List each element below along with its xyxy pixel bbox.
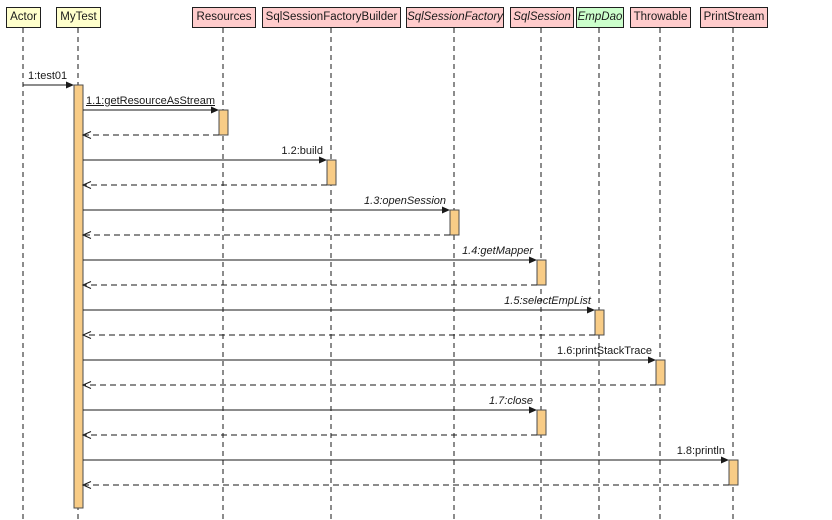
message-label-opensession[interactable]: 1.3:openSession	[364, 195, 446, 207]
message-label-build[interactable]: 1.2:build	[281, 145, 323, 157]
open-arrowhead-icon	[81, 331, 92, 339]
arrowhead-icon	[648, 356, 656, 364]
return-arrow-printstacktrace[interactable]	[81, 381, 656, 389]
arrowhead-icon	[587, 306, 595, 314]
arrowhead-icon	[66, 81, 74, 89]
open-arrowhead-icon	[81, 181, 92, 189]
participant-sqlsessionfactorybuilder[interactable]: SqlSessionFactoryBuilder	[262, 7, 401, 28]
message-label-selectemplist[interactable]: 1.5:selectEmpList	[504, 295, 591, 307]
activation-sqlsessionfactory[interactable]	[449, 209, 460, 236]
participant-empdao[interactable]: EmpDao	[576, 7, 624, 28]
call-arrow-opensession[interactable]	[83, 206, 450, 214]
activation-sqlsessionfactorybuilder[interactable]	[326, 159, 337, 186]
participant-printstream[interactable]: PrintStream	[700, 7, 768, 28]
return-arrow-opensession[interactable]	[81, 231, 450, 239]
call-arrow-getresourceasstream[interactable]	[83, 106, 219, 114]
call-arrow-build[interactable]	[83, 156, 327, 164]
activation-empdao[interactable]	[594, 309, 605, 336]
call-arrow-test01[interactable]	[23, 81, 74, 89]
return-arrow-getresourceasstream[interactable]	[81, 131, 219, 139]
return-arrow-println[interactable]	[81, 481, 729, 489]
message-label-println[interactable]: 1.8:println	[676, 445, 725, 457]
message-label-getresourceasstream[interactable]: 1.1:getResourceAsStream	[85, 95, 215, 107]
activation-throwable[interactable]	[655, 359, 666, 386]
arrowhead-icon	[721, 456, 729, 464]
arrowhead-icon	[529, 406, 537, 414]
activation-resources[interactable]	[218, 109, 229, 136]
return-arrow-selectemplist[interactable]	[81, 331, 595, 339]
participant-actor[interactable]: Actor	[6, 7, 41, 28]
call-arrow-close[interactable]	[83, 406, 537, 414]
open-arrowhead-icon	[81, 381, 92, 389]
participant-mytest[interactable]: MyTest	[56, 7, 101, 28]
call-arrow-selectemplist[interactable]	[83, 306, 595, 314]
open-arrowhead-icon	[81, 281, 92, 289]
arrowhead-icon	[529, 256, 537, 264]
call-arrow-printstacktrace[interactable]	[83, 356, 656, 364]
return-arrow-close[interactable]	[81, 431, 537, 439]
return-arrow-getmapper[interactable]	[81, 281, 537, 289]
message-label-getmapper[interactable]: 1.4:getMapper	[462, 245, 533, 257]
activation-printstream[interactable]	[728, 459, 739, 486]
participant-throwable[interactable]: Throwable	[630, 7, 691, 28]
call-arrow-println[interactable]	[83, 456, 729, 464]
participant-sqlsession[interactable]: SqlSession	[510, 7, 574, 28]
participant-sqlsessionfactory[interactable]: SqlSessionFactory	[406, 7, 504, 28]
open-arrowhead-icon	[81, 231, 92, 239]
open-arrowhead-icon	[81, 481, 92, 489]
message-label-close[interactable]: 1.7:close	[488, 395, 533, 407]
message-label-test01[interactable]: 1:test01	[28, 70, 68, 82]
participant-resources[interactable]: Resources	[192, 7, 256, 28]
activation-sqlsession-getmapper[interactable]	[536, 259, 547, 286]
return-arrow-build[interactable]	[81, 181, 327, 189]
arrowhead-icon	[211, 106, 219, 114]
arrowhead-icon	[442, 206, 450, 214]
call-arrow-getmapper[interactable]	[83, 256, 537, 264]
arrowhead-icon	[319, 156, 327, 164]
message-label-printstacktrace[interactable]: 1.6:printStackTrace	[557, 345, 652, 357]
open-arrowhead-icon	[81, 431, 92, 439]
activation-sqlsession-close[interactable]	[536, 409, 547, 436]
activation-mytest[interactable]	[73, 84, 84, 509]
open-arrowhead-icon	[81, 131, 92, 139]
